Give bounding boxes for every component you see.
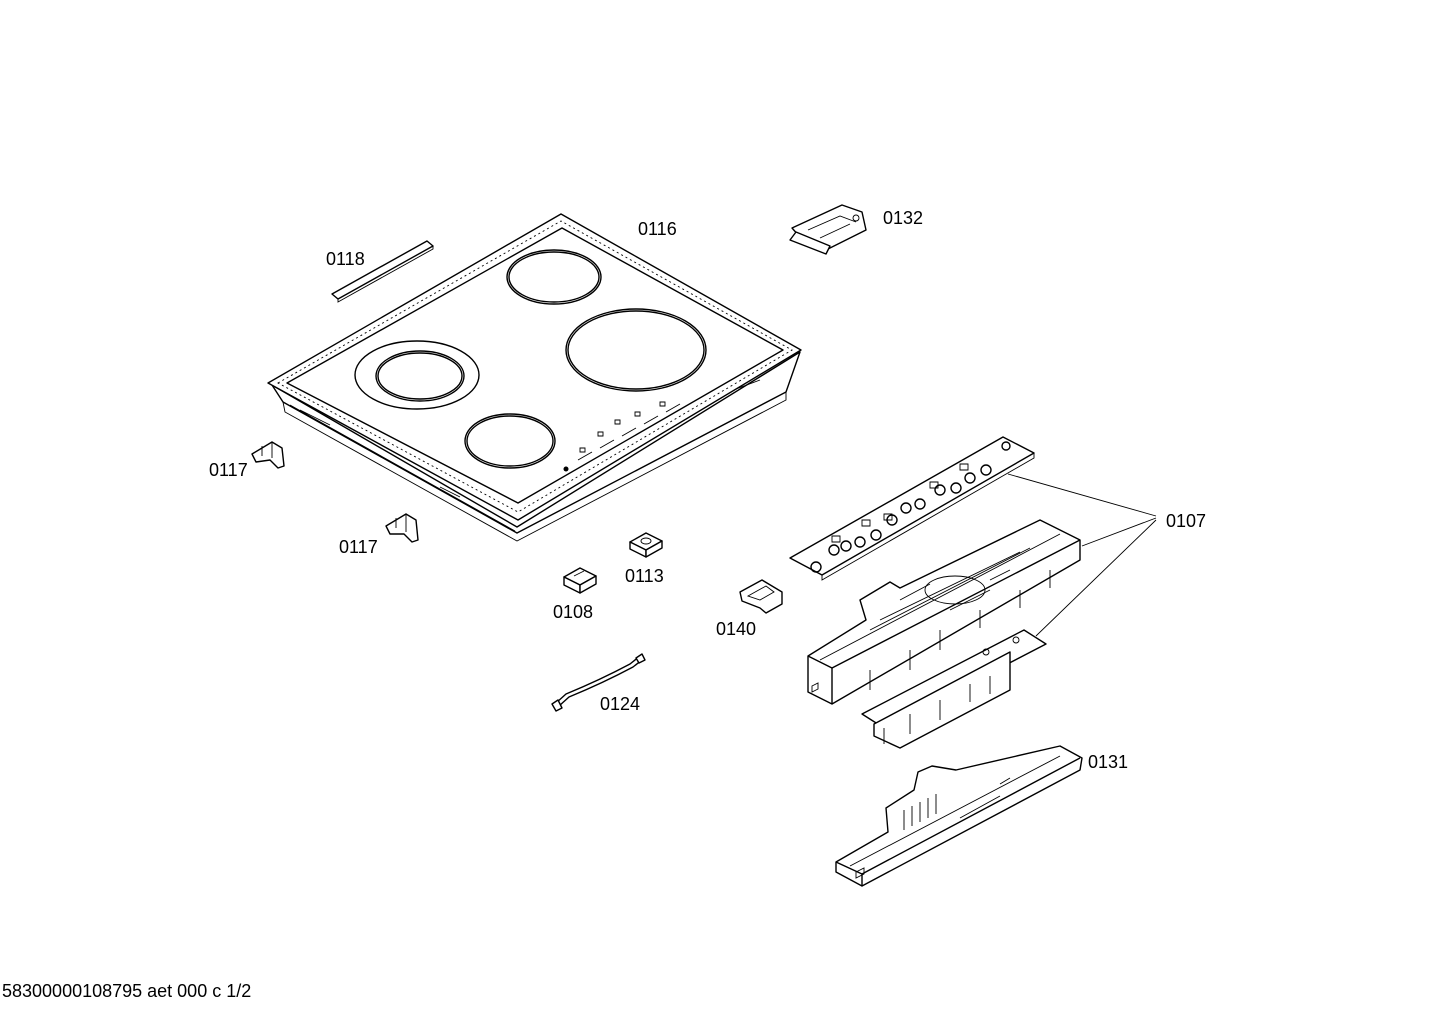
label-0131: 0131 <box>1088 752 1129 772</box>
leader-lines-0107 <box>1007 473 1157 637</box>
u-clip-0140[interactable] <box>739 579 783 614</box>
label-0140: 0140 <box>716 619 757 639</box>
cover-frame-0131[interactable] <box>835 745 1083 887</box>
label-0117-b: 0117 <box>339 537 378 557</box>
control-board-0107[interactable] <box>789 436 1035 581</box>
label-0118: 0118 <box>326 249 365 269</box>
label-0113: 0113 <box>625 566 664 586</box>
clip-0117-a[interactable] <box>251 441 285 469</box>
label-0124: 0124 <box>600 694 641 714</box>
label-0132: 0132 <box>883 208 924 228</box>
spacer-block-0108[interactable] <box>563 567 597 594</box>
hob-glass-top-0116[interactable] <box>267 213 802 542</box>
clip-0117-b[interactable] <box>385 513 419 543</box>
bracket-0132[interactable] <box>789 204 867 255</box>
power-board-0107[interactable] <box>861 629 1047 749</box>
label-0117-a: 0117 <box>209 460 248 480</box>
housing-tray-0107[interactable] <box>807 519 1081 705</box>
document-id-footer: 58300000108795 aet 000 c 1/2 <box>2 981 252 1001</box>
label-0107: 0107 <box>1166 511 1207 531</box>
cable-0124[interactable] <box>551 653 646 712</box>
label-0116: 0116 <box>638 219 677 239</box>
label-0108: 0108 <box>553 602 594 622</box>
spacer-block-0113[interactable] <box>629 532 663 558</box>
seal-strip-0118[interactable] <box>331 240 434 303</box>
